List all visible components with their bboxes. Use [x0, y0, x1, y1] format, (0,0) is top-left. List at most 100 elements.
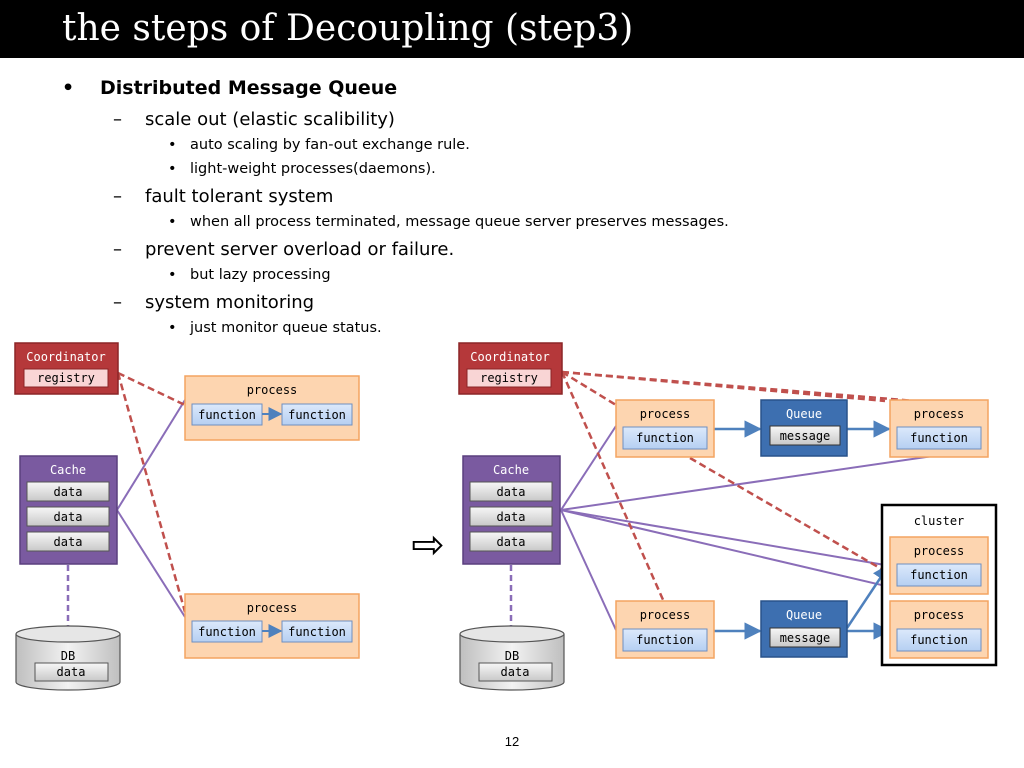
queue-title: Queue — [786, 608, 822, 622]
bullet-text: auto scaling by fan-out exchange rule. — [190, 137, 470, 153]
function-item — [896, 426, 982, 450]
right-process-producer-bottom: process function — [615, 600, 715, 659]
bullet-marker: – — [113, 109, 122, 130]
cluster: cluster process function process functio… — [880, 503, 998, 667]
cache-data-item — [26, 506, 110, 527]
bullet-item: • light-weight processes(daemons). — [168, 161, 436, 177]
left-cache-links — [116, 399, 186, 618]
registry-link — [116, 372, 187, 613]
function-label: function — [198, 408, 256, 422]
cache-data-item — [469, 506, 553, 527]
function-label: function — [636, 633, 694, 647]
registry-link — [561, 370, 886, 403]
cache-data-label: data — [497, 510, 526, 524]
bullet-heading: • Distributed Message Queue — [62, 77, 398, 99]
process-title: process — [914, 407, 965, 421]
bullet-text: just monitor queue status. — [190, 320, 382, 336]
registry-item — [23, 368, 109, 388]
bullet-item: – fault tolerant system — [113, 186, 334, 207]
bullet-marker: • — [168, 137, 177, 153]
cache-title: Cache — [50, 463, 86, 477]
cache-link — [560, 509, 886, 566]
function-item — [622, 628, 708, 652]
bullet-item: • just monitor queue status. — [168, 320, 382, 336]
db-data-item — [478, 662, 553, 682]
bullet-marker: • — [168, 214, 177, 230]
bullet-marker: – — [113, 292, 122, 313]
slide-title: the steps of Decoupling (step3) — [62, 8, 634, 49]
bullet-item: – scale out (elastic scalibility) — [113, 109, 395, 130]
bullet-item: • auto scaling by fan-out exchange rule. — [168, 137, 470, 153]
process-title: process — [914, 608, 965, 622]
cache-link — [560, 509, 617, 631]
registry-item — [466, 368, 552, 388]
bullet-marker: • — [168, 161, 177, 177]
bullet-text: scale out (elastic scalibility) — [145, 109, 395, 130]
db-data-label: data — [57, 665, 86, 679]
db-data-label: data — [501, 665, 530, 679]
db-cylinder-top — [459, 625, 565, 643]
process-title: process — [247, 383, 298, 397]
bullet-item: – prevent server overload or failure. — [113, 239, 455, 260]
function-item — [896, 563, 982, 587]
cache-link — [560, 509, 938, 599]
cache-link — [116, 399, 186, 511]
cache-data-label: data — [54, 485, 83, 499]
message-item — [769, 627, 841, 648]
cache-link — [560, 425, 617, 511]
registry-link — [561, 370, 941, 405]
db-cylinder-top — [15, 625, 121, 643]
process-title: process — [914, 544, 965, 558]
cache-data-item — [469, 481, 553, 502]
message-label: message — [780, 429, 831, 443]
left-process-bottom: process function function — [184, 593, 360, 659]
function-label: function — [288, 625, 346, 639]
left-registry-links — [116, 371, 187, 613]
message-item — [769, 425, 841, 446]
bullet-marker: • — [62, 77, 75, 99]
queue-title: Queue — [786, 407, 822, 421]
bullet-item: • but lazy processing — [168, 267, 331, 283]
left-process-top: process function function — [184, 375, 360, 441]
transition-arrow-icon: ⇨ — [411, 522, 445, 568]
page-number: 12 — [504, 734, 520, 749]
cache-title: Cache — [493, 463, 529, 477]
cache-data-item — [26, 531, 110, 552]
bullet-marker: • — [168, 320, 177, 336]
process-title: process — [247, 601, 298, 615]
right-process-producer-top: process function — [615, 399, 715, 458]
bullet-text: Distributed Message Queue — [100, 77, 398, 99]
right-queue-bottom: Queue message — [760, 600, 848, 658]
function-item — [896, 628, 982, 652]
bullet-marker: – — [113, 186, 122, 207]
cache-data-label: data — [497, 535, 526, 549]
bullet-text: fault tolerant system — [145, 186, 334, 207]
bullet-item: – system monitoring — [113, 292, 315, 313]
message-label: message — [780, 631, 831, 645]
right-db: DB data — [459, 625, 565, 691]
bullet-text: light-weight processes(daemons). — [190, 161, 436, 177]
bullet-text: prevent server overload or failure. — [145, 239, 455, 260]
title-bar: the steps of Decoupling (step3) — [0, 0, 1024, 58]
bullet-text: system monitoring — [145, 292, 315, 313]
function-label: function — [910, 633, 968, 647]
cache-data-label: data — [54, 535, 83, 549]
cache-data-label: data — [54, 510, 83, 524]
bullet-marker: • — [168, 267, 177, 283]
function-label: function — [910, 568, 968, 582]
process-title: process — [640, 407, 691, 421]
registry-link — [117, 371, 186, 407]
db-data-item — [34, 662, 109, 682]
cache-data-label: data — [497, 485, 526, 499]
db-title: DB — [505, 649, 519, 663]
bullet-text: but lazy processing — [190, 267, 331, 283]
bullet-marker: – — [113, 239, 122, 260]
function-label: function — [910, 431, 968, 445]
function-label: function — [198, 625, 256, 639]
right-queue-top: Queue message — [760, 399, 848, 457]
right-cache-links — [560, 425, 941, 631]
left-cache: Cache data data data — [19, 455, 118, 565]
function-label: function — [288, 408, 346, 422]
cache-data-item — [469, 531, 553, 552]
